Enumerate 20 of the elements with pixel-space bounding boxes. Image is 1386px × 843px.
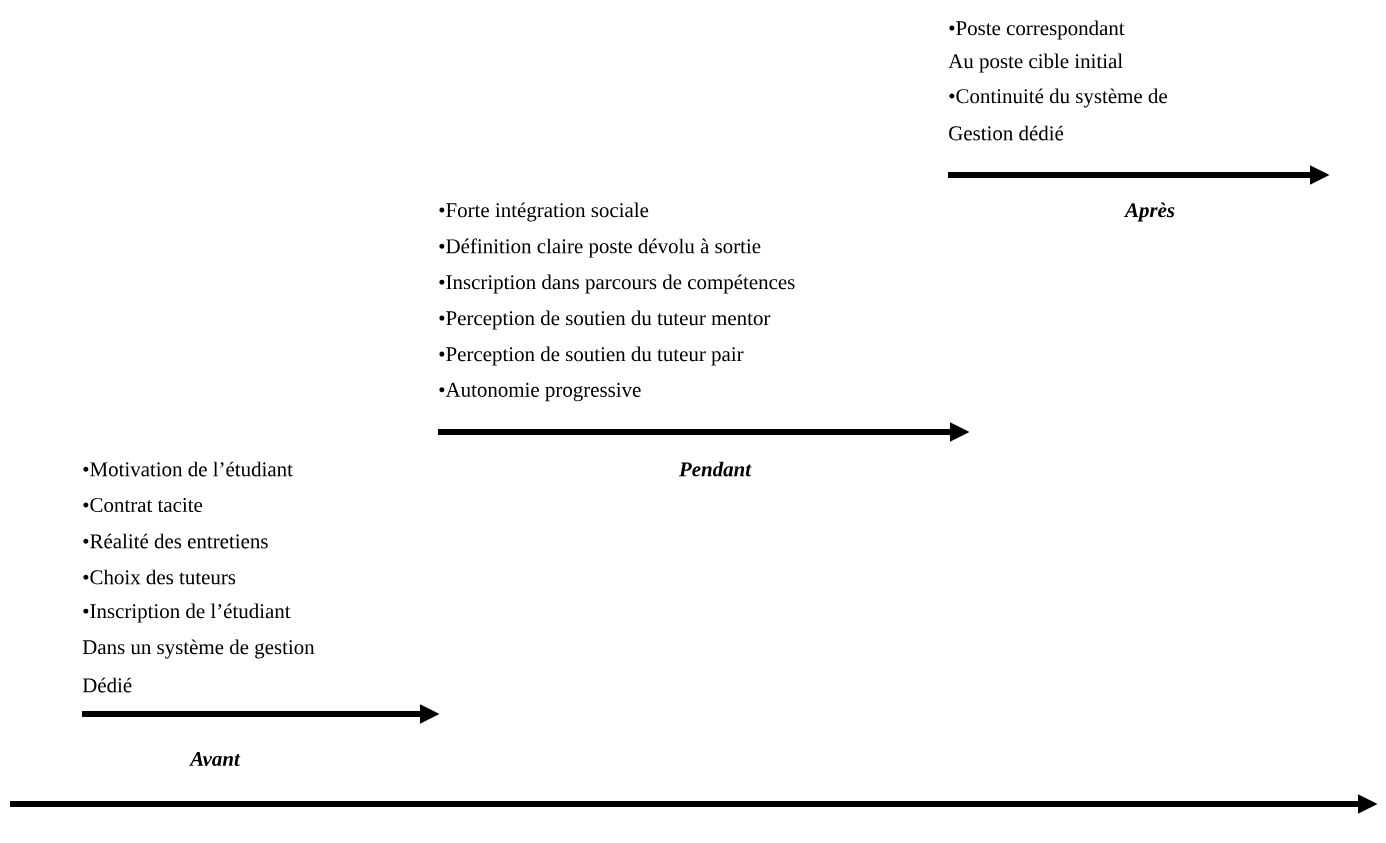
list-item: •Continuité du système de bbox=[949, 88, 1167, 108]
list-item: Dans un système de gestion bbox=[82, 639, 315, 659]
list-item: Dédié bbox=[82, 677, 132, 693]
list-item: Gestion dédié bbox=[949, 125, 1064, 141]
phase-label: Avant bbox=[189, 752, 241, 767]
phase-label: Pendant bbox=[678, 461, 752, 477]
list-item: •Définition claire poste dévolu à sortie bbox=[439, 238, 761, 258]
list-item: •Poste correspondant bbox=[949, 20, 1125, 40]
list-item: •Motivation de l’étudiant bbox=[83, 461, 293, 477]
list-item: •Autonomie progressive bbox=[439, 382, 641, 402]
list-item: Au poste cible initial bbox=[948, 53, 1123, 73]
list-item: •Forte intégration sociale bbox=[439, 202, 649, 222]
phase-label: Après bbox=[1123, 202, 1175, 222]
list-item: •Inscription dans parcours de compétences bbox=[439, 274, 795, 294]
list-item: •Perception de soutien du tuteur pair bbox=[439, 346, 744, 366]
list-item: •Choix des tuteurs bbox=[83, 569, 236, 585]
list-item: •Perception de soutien du tuteur mentor bbox=[439, 310, 771, 330]
list-item: •Inscription de l’étudiant bbox=[83, 603, 291, 623]
list-item: •Contrat tacite bbox=[83, 497, 203, 513]
list-item: •Réalité des entretiens bbox=[83, 533, 268, 549]
